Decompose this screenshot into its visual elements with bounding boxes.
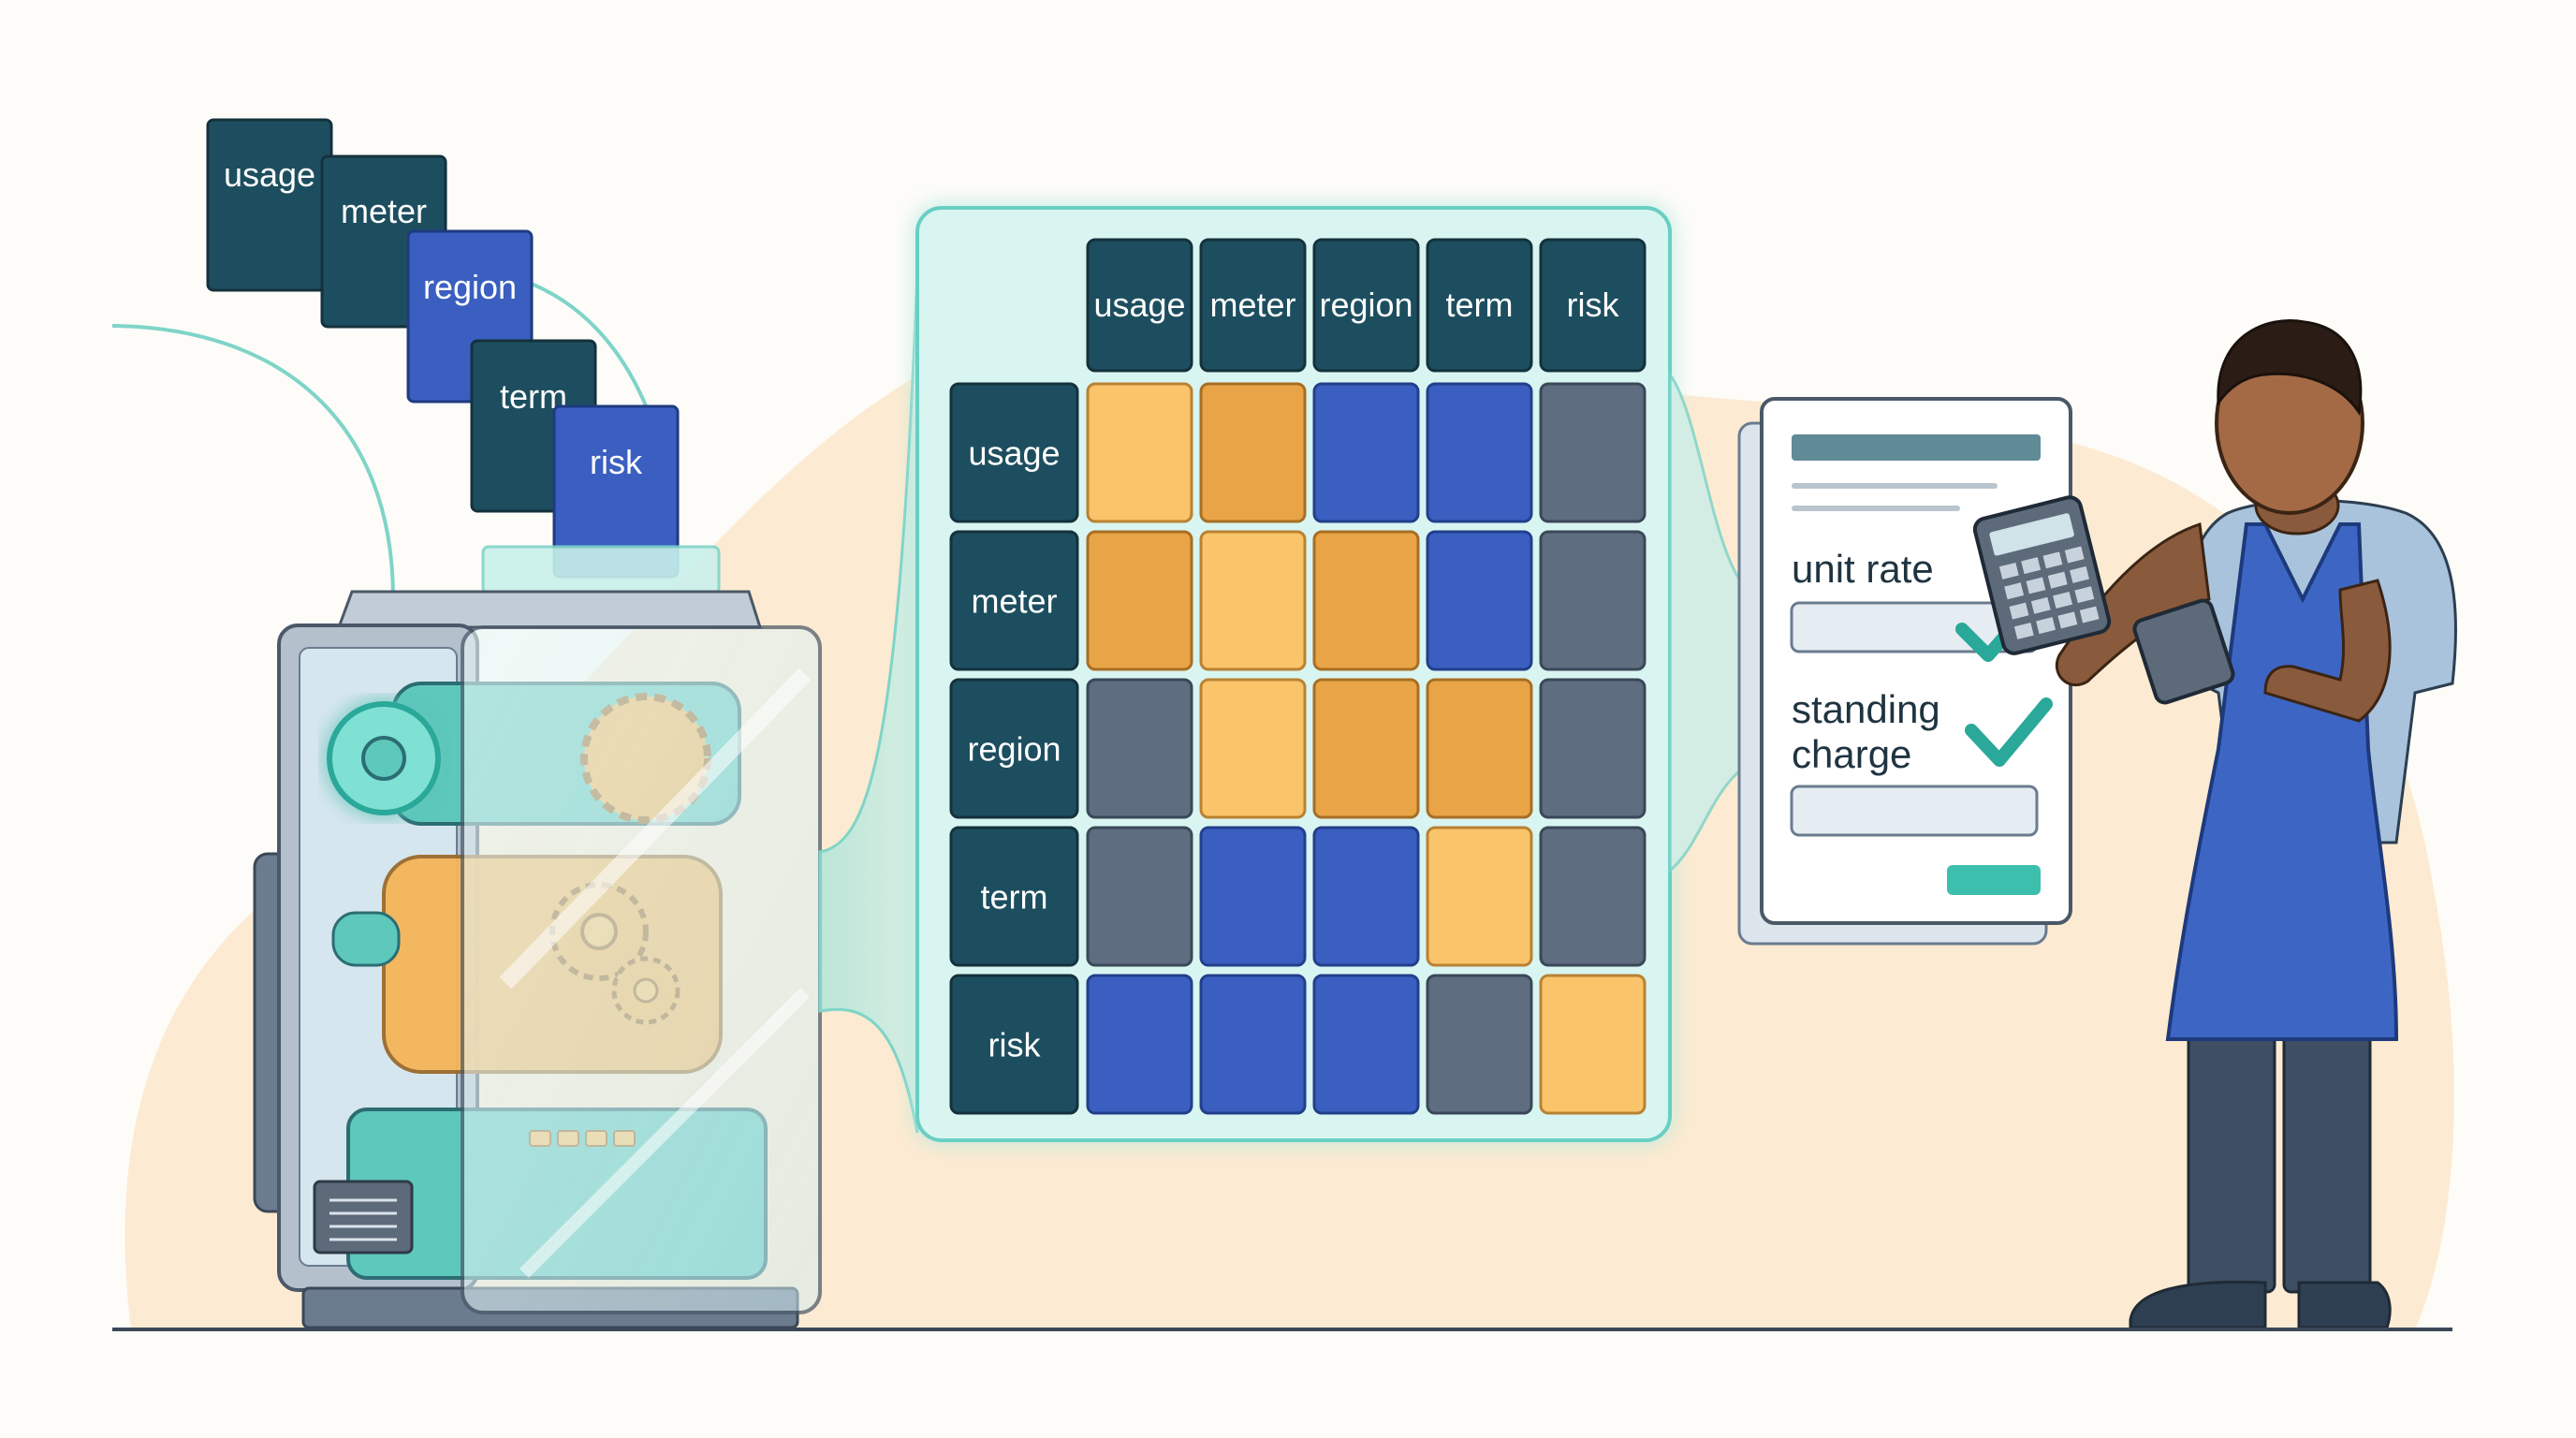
column-header-label: risk xyxy=(1567,286,1620,324)
matrix-cell xyxy=(1201,680,1305,817)
token-label: region xyxy=(423,268,517,306)
token-label: usage xyxy=(224,155,315,194)
matrix-cell xyxy=(1088,976,1192,1113)
matrix-cell xyxy=(1088,680,1192,817)
machine-top xyxy=(339,592,760,627)
matrix-cell xyxy=(1314,680,1418,817)
pulley-hub xyxy=(363,738,404,779)
matrix-cell xyxy=(1088,532,1192,669)
matrix-cell xyxy=(1088,828,1192,965)
matrix-row-header: meter xyxy=(951,532,1077,669)
row-header-label: usage xyxy=(968,434,1060,473)
column-header-label: usage xyxy=(1093,286,1185,324)
matrix-cell xyxy=(1314,828,1418,965)
matrix-cell xyxy=(1088,384,1192,521)
matrix-row-header: risk xyxy=(951,976,1077,1113)
submit-button[interactable] xyxy=(1947,865,2041,895)
matrix-cell xyxy=(1541,532,1645,669)
matrix-row-header: term xyxy=(951,828,1077,965)
token-label: meter xyxy=(341,192,427,230)
row-header-label: term xyxy=(981,878,1048,917)
matrix-row-header: region xyxy=(951,680,1077,817)
matrix-cell xyxy=(1427,384,1531,521)
internal-shaft xyxy=(333,913,399,965)
standing-charge-input[interactable] xyxy=(1792,786,2037,835)
column-header-label: term xyxy=(1446,286,1514,324)
matrix-cell xyxy=(1201,828,1305,965)
standing-charge-label: standing xyxy=(1792,687,1940,731)
billing-form: unit rate standing charge xyxy=(1739,399,2071,944)
matrix-cell xyxy=(1541,828,1645,965)
vent-icon xyxy=(315,1181,412,1253)
similarity-matrix: usage meter region term risk usage meter region… xyxy=(917,208,1670,1140)
matrix-cells xyxy=(1088,384,1645,1113)
matrix-column-header: term xyxy=(1427,240,1531,371)
matrix-cell xyxy=(1314,384,1418,521)
unit-rate-label: unit rate xyxy=(1792,547,1934,591)
matrix-cell xyxy=(1427,828,1531,965)
matrix-cell xyxy=(1541,384,1645,521)
worker-leg xyxy=(2284,1011,2370,1292)
standing-charge-label: charge xyxy=(1792,732,1911,776)
worker-shoe xyxy=(2299,1283,2390,1328)
matrix-cell xyxy=(1427,532,1531,669)
form-card xyxy=(1762,399,2071,923)
token-card-bg xyxy=(208,120,331,290)
matrix-column-header: region xyxy=(1314,240,1418,371)
token-stack: usage meter region term risk xyxy=(208,120,678,577)
row-header-label: risk xyxy=(988,1026,1042,1064)
machine xyxy=(255,547,820,1328)
matrix-cell xyxy=(1541,680,1645,817)
column-header-label: meter xyxy=(1209,286,1295,324)
form-header-bar xyxy=(1792,434,2041,461)
form-divider xyxy=(1792,506,1960,511)
matrix-cell xyxy=(1427,976,1531,1113)
matrix-cell xyxy=(1314,532,1418,669)
row-header-label: region xyxy=(967,730,1061,769)
matrix-cell xyxy=(1314,976,1418,1113)
machine-hopper xyxy=(483,547,719,594)
matrix-cell xyxy=(1541,976,1645,1113)
matrix-column-header: risk xyxy=(1541,240,1645,371)
matrix-column-header: meter xyxy=(1201,240,1305,371)
matrix-cell xyxy=(1427,680,1531,817)
matrix-row-header: usage xyxy=(951,384,1077,521)
matrix-cell xyxy=(1201,532,1305,669)
matrix-column-header: usage xyxy=(1088,240,1192,371)
form-divider xyxy=(1792,483,1998,489)
token-card: usage xyxy=(208,120,331,290)
matrix-cell xyxy=(1201,976,1305,1113)
matrix-cell xyxy=(1201,384,1305,521)
worker-leg xyxy=(2188,1011,2275,1292)
column-header-label: region xyxy=(1319,286,1412,324)
token-label: risk xyxy=(590,443,643,481)
row-header-label: meter xyxy=(971,582,1057,621)
input-flow-curve xyxy=(112,326,393,599)
